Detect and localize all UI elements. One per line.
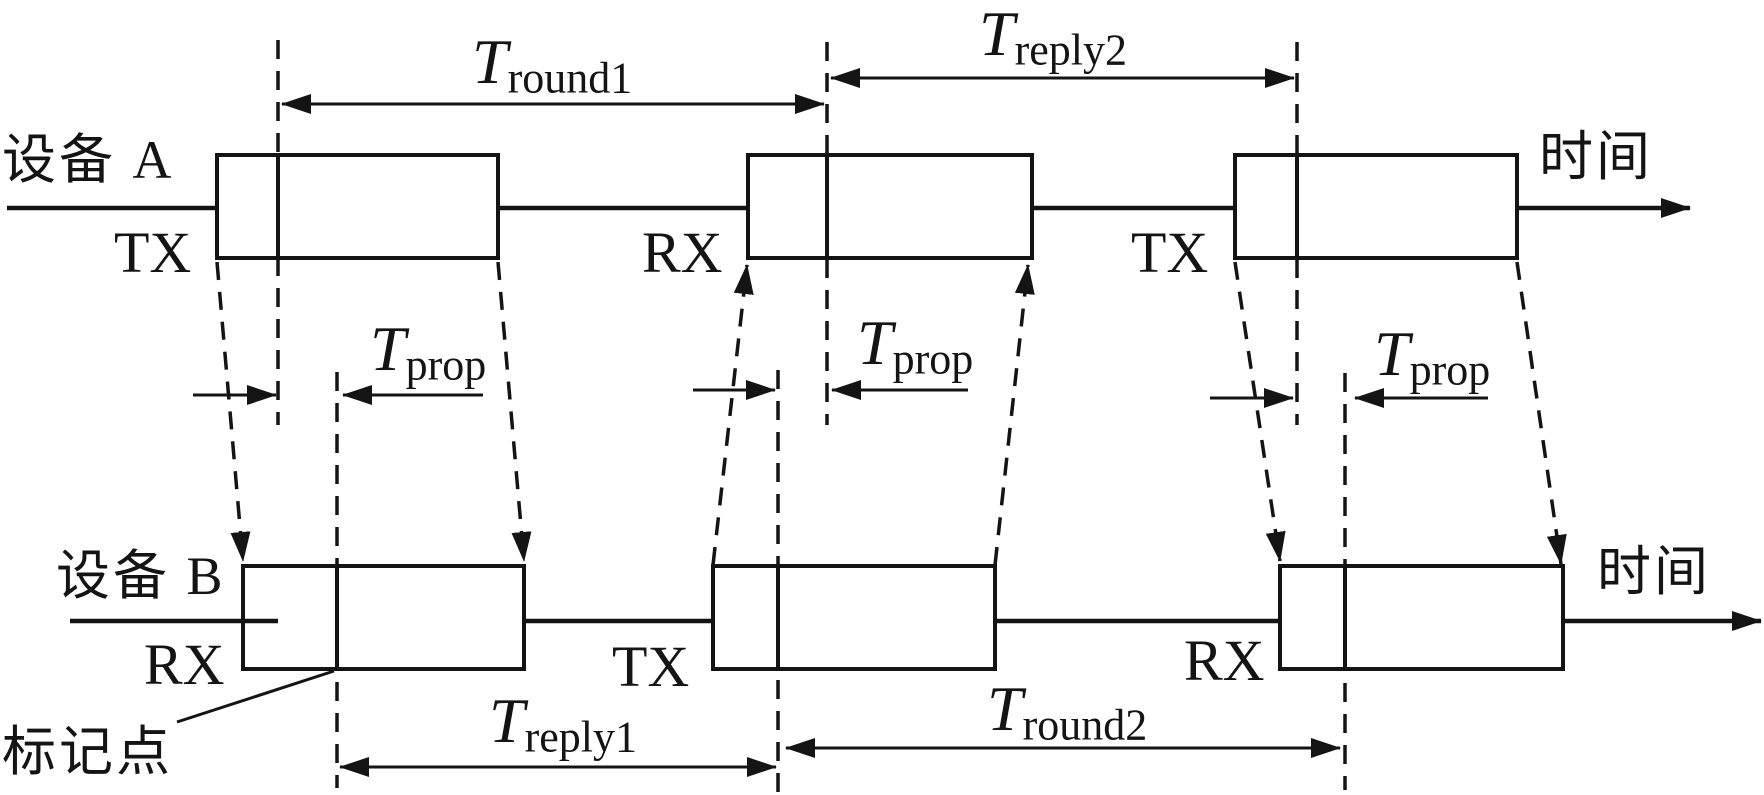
- slot-label-b3-rx: RX: [1184, 628, 1265, 693]
- t-reply1-label: Treply1: [489, 689, 637, 760]
- t-prop3-label: Tprop: [1374, 322, 1490, 393]
- t-round1-label: Tround1: [472, 30, 632, 101]
- slot-label-a3-tx: TX: [1131, 220, 1209, 285]
- slot-label-b2-tx: TX: [612, 634, 690, 699]
- slot-label-a1-tx: TX: [114, 220, 192, 285]
- t-prop1-subscript: prop: [405, 340, 487, 390]
- t-round2-subscript: round2: [1022, 700, 1148, 750]
- t-prop1-symbol: T: [370, 313, 406, 384]
- t-reply2-subscript: reply2: [1014, 25, 1127, 75]
- frame-box-b2-tx: [711, 564, 997, 671]
- t-prop3-symbol: T: [1374, 318, 1410, 389]
- t-reply2-label: Treply2: [979, 2, 1127, 73]
- time-axis-label-b: 时间: [1597, 542, 1711, 602]
- t-round1-symbol: T: [472, 26, 508, 97]
- mark-point-leader-line: [176, 669, 335, 724]
- device-a-label: 设备 A: [2, 130, 175, 190]
- mark-dashed-lines: [276, 40, 1347, 795]
- signal-arrow-b2-to-a2-left: [711, 264, 754, 566]
- signal-arrow-a1-to-b1-left: [215, 261, 251, 562]
- signal-arrow-a3-to-b3-left: [1233, 261, 1286, 562]
- frame-box-b1-rx: [241, 564, 526, 671]
- signal-arrow-a1-to-b1-right: [496, 261, 532, 562]
- time-axis-label-a: 时间: [1539, 127, 1653, 187]
- mark-point-label: 标记点: [2, 722, 173, 782]
- frame-box-b3-rx: [1278, 564, 1565, 671]
- frame-box-a2-rx: [746, 153, 1034, 260]
- t-reply1-subscript: reply1: [524, 712, 637, 762]
- frame-box-a3-tx: [1233, 153, 1519, 260]
- device-b-label: 设备 B: [56, 546, 226, 606]
- t-prop2-subscript: prop: [892, 334, 974, 384]
- t-prop1-label: Tprop: [370, 317, 486, 388]
- frame-box-a1-tx: [215, 153, 500, 260]
- t-round2-symbol: T: [987, 673, 1023, 744]
- signal-arrow-a3-to-b3-right: [1515, 261, 1567, 565]
- t-prop2-symbol: T: [857, 307, 893, 378]
- slot-label-a2-rx: RX: [642, 220, 723, 285]
- t-round1-subscript: round1: [507, 53, 633, 103]
- t-prop3-subscript: prop: [1409, 345, 1491, 395]
- t-reply1-symbol: T: [489, 685, 525, 756]
- t-prop2-label: Tprop: [857, 311, 973, 382]
- t-reply2-symbol: T: [979, 0, 1015, 69]
- slot-label-b1-rx: RX: [144, 632, 225, 697]
- t-round2-label: Tround2: [987, 677, 1147, 748]
- signal-arrow-b2-to-a2-right: [993, 264, 1035, 566]
